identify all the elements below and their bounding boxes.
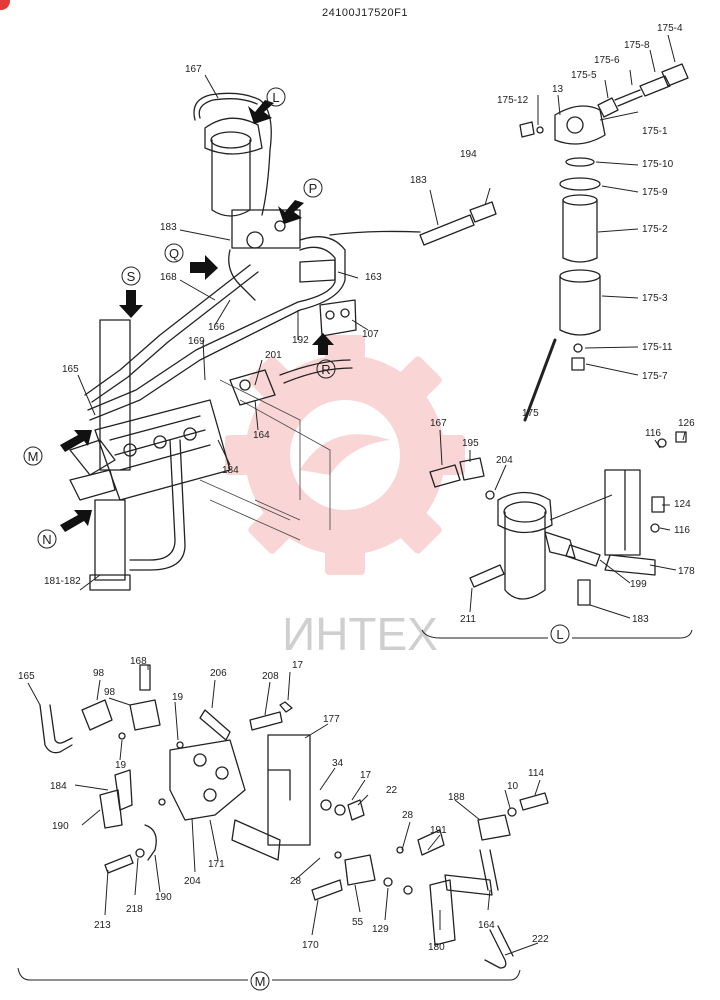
label-175-9: 175-9 — [642, 187, 668, 198]
label-184-a: 184 — [222, 465, 239, 476]
filter-exploded-view — [419, 34, 689, 422]
label-164-a: 164 — [253, 430, 270, 441]
label-124: 124 — [674, 499, 691, 510]
label-19-a: 19 — [172, 692, 184, 703]
label-191: 191 — [430, 825, 447, 836]
label-175-7: 175-7 — [642, 371, 668, 382]
red-badge-icon — [0, 0, 10, 10]
label-166: 166 — [208, 322, 225, 333]
view-marker-s: S — [127, 269, 136, 284]
view-marker-l-detail: L — [556, 627, 563, 642]
label-180: 180 — [428, 942, 445, 953]
label-201: 201 — [265, 350, 282, 361]
label-183-l: 183 — [632, 614, 649, 625]
label-28-a: 28 — [402, 810, 414, 821]
label-175-2: 175-2 — [642, 224, 668, 235]
label-175-3: 175-3 — [642, 293, 668, 304]
label-175-4: 175-4 — [657, 23, 683, 34]
label-190-a: 190 — [52, 821, 69, 832]
label-107: 107 — [362, 329, 379, 340]
label-17-b: 17 — [360, 770, 372, 781]
part-labels: 167 183 168 165 166 169 201 164 184 163 … — [18, 23, 695, 953]
label-190-b: 190 — [155, 892, 172, 903]
main-assembly-drawing — [69, 74, 421, 591]
label-175-1: 175-1 — [642, 126, 668, 137]
view-marker-r: R — [321, 362, 330, 377]
label-192: 192 — [292, 335, 309, 346]
label-116-a: 116 — [645, 428, 661, 439]
label-34: 34 — [332, 758, 344, 769]
label-168-m: 168 — [130, 656, 147, 667]
document-code: 24100J17520F1 — [322, 7, 408, 19]
label-126: 126 — [678, 418, 695, 429]
label-175-11: 175-11 — [642, 342, 673, 353]
label-13: 13 — [552, 84, 564, 95]
view-markers: L P Q S M N R L M — [23, 87, 570, 991]
view-l-detail — [429, 429, 687, 619]
watermark-gear-logo — [225, 335, 465, 575]
label-175: 175 — [522, 408, 539, 419]
label-98-a: 98 — [93, 668, 105, 679]
label-165-m: 165 — [18, 671, 35, 682]
label-167-l: 167 — [430, 418, 447, 429]
label-171: 171 — [208, 859, 225, 870]
label-208: 208 — [262, 671, 279, 682]
view-marker-l: L — [272, 90, 279, 105]
view-m-bracket — [17, 967, 521, 981]
label-114: 114 — [528, 768, 544, 779]
view-l-bracket — [421, 629, 693, 639]
label-188: 188 — [448, 792, 465, 803]
view-marker-m-detail: M — [255, 974, 266, 989]
view-marker-q: Q — [169, 246, 179, 261]
label-169: 169 — [188, 336, 205, 347]
label-183-b: 183 — [410, 175, 427, 186]
label-175-10: 175-10 — [642, 159, 674, 170]
label-211: 211 — [460, 614, 476, 625]
label-199: 199 — [630, 579, 647, 590]
label-17-a: 17 — [292, 660, 304, 671]
label-183-a: 183 — [160, 222, 177, 233]
label-175-8: 175-8 — [624, 40, 650, 51]
label-175-6: 175-6 — [594, 55, 620, 66]
label-184-m: 184 — [50, 781, 67, 792]
label-204-l: 204 — [496, 455, 513, 466]
label-164-m: 164 — [478, 920, 495, 931]
view-marker-p: P — [309, 181, 318, 196]
label-194: 194 — [460, 149, 477, 160]
label-19-b: 19 — [115, 760, 127, 771]
label-206: 206 — [210, 668, 227, 679]
label-116-b: 116 — [674, 525, 690, 536]
label-195: 195 — [462, 438, 479, 449]
label-175-5: 175-5 — [571, 70, 597, 81]
label-55: 55 — [352, 917, 364, 928]
view-m-detail — [27, 664, 549, 969]
label-10: 10 — [507, 781, 519, 792]
label-204-m: 204 — [184, 876, 201, 887]
label-168: 168 — [160, 272, 177, 283]
view-arrows — [60, 100, 334, 532]
label-98-b: 98 — [104, 687, 116, 698]
label-170: 170 — [302, 940, 319, 951]
view-marker-m: M — [28, 449, 39, 464]
label-175-12: 175-12 — [497, 95, 529, 106]
label-177: 177 — [323, 714, 340, 725]
label-213: 213 — [94, 920, 111, 931]
watermark-text: ИНТЕХ — [282, 608, 438, 660]
label-28-b: 28 — [290, 876, 302, 887]
label-181-182: 181-182 — [44, 576, 81, 587]
label-218: 218 — [126, 904, 143, 915]
label-222: 222 — [532, 934, 549, 945]
label-165-a: 165 — [62, 364, 79, 375]
label-167-top: 167 — [185, 64, 202, 75]
label-22: 22 — [386, 785, 398, 796]
label-163: 163 — [365, 272, 382, 283]
label-178: 178 — [678, 566, 695, 577]
label-129: 129 — [372, 924, 389, 935]
view-marker-n: N — [42, 532, 51, 547]
